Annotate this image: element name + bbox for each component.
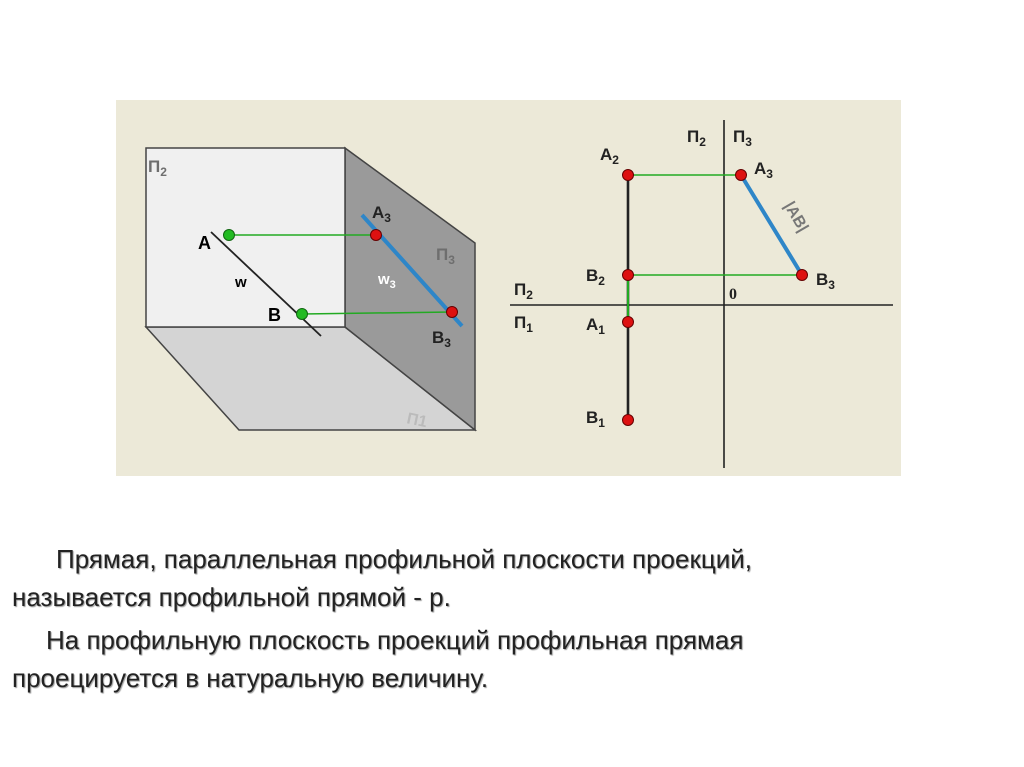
caption-line-2: называется профильной прямой - p. xyxy=(12,582,451,612)
point-a1-marker xyxy=(622,316,634,328)
point-a3-epure-marker xyxy=(735,169,747,181)
label-b2: B2 xyxy=(586,266,605,288)
label-line-w: w xyxy=(234,274,247,291)
diagram-svg: П2 A w B A3 w3 П3 B3 П1 П2 П3 A2 A3 B2 B… xyxy=(144,120,893,468)
cube-front-face xyxy=(145,147,346,328)
connector-b-b3 xyxy=(301,311,453,315)
label-pi2-top: П2 xyxy=(687,127,706,149)
label-b3: B3 xyxy=(816,270,835,292)
label-point-b3-cube: B3 xyxy=(432,328,451,350)
label-a3: A3 xyxy=(754,159,773,181)
label-pi2-axis: П2 xyxy=(514,280,533,302)
diagram-figure: П2 A w B A3 w3 П3 B3 П1 П2 П3 A2 A3 B2 B… xyxy=(116,100,901,476)
point-b3-epure-marker xyxy=(796,269,808,281)
label-pi1-axis: П1 xyxy=(514,313,533,335)
label-plane-w: П3 xyxy=(436,245,455,267)
label-a2: A2 xyxy=(600,145,619,167)
line-a3-b3 xyxy=(739,173,804,277)
point-a3-marker xyxy=(370,229,382,241)
label-a1: A1 xyxy=(586,315,605,337)
label-pi3-top: П3 xyxy=(733,127,752,149)
point-b2-marker xyxy=(622,269,634,281)
label-true-length: |AB| xyxy=(780,199,811,235)
label-plane-v: П2 xyxy=(148,157,167,179)
caption-line-3: На профильную плоскость проекций профиль… xyxy=(46,625,744,655)
label-point-a3-cube: A3 xyxy=(372,203,391,225)
label-b1: B1 xyxy=(586,408,605,430)
label-point-b: B xyxy=(268,305,281,325)
point-a-marker xyxy=(223,229,235,241)
point-b3-marker xyxy=(446,306,458,318)
point-b1-marker xyxy=(622,414,634,426)
label-origin: 0 xyxy=(729,286,737,303)
label-plane-h: П1 xyxy=(405,410,429,431)
label-line-w3: w3 xyxy=(377,271,396,291)
caption-line-4: проецируется в натуральную величину. xyxy=(12,663,489,693)
label-point-a: A xyxy=(198,233,211,253)
point-a2-marker xyxy=(622,169,634,181)
caption-line-1: Прямая, параллельная профильной плоскост… xyxy=(56,544,753,574)
point-b-marker xyxy=(296,308,308,320)
